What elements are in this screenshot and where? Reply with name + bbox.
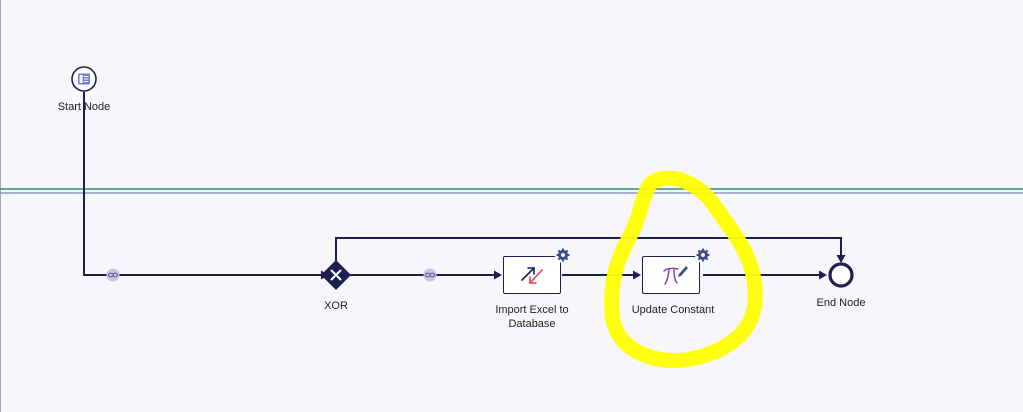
xor-gateway[interactable]: [321, 260, 351, 290]
update-constant-task[interactable]: [642, 256, 700, 294]
pi-pencil-icon: [663, 266, 688, 285]
gear-icon: [556, 248, 570, 262]
start-node-label: Start Node: [57, 101, 111, 113]
edge-link-badge[interactable]: [423, 268, 437, 282]
edge-start-to-xor: [83, 92, 322, 276]
import-excel-label: Import Excel to Database: [495, 304, 569, 330]
workflow-edges: [83, 92, 842, 276]
link-icon: [108, 272, 118, 278]
edge-xor-to-end-bypass: [335, 237, 842, 261]
gear-icon: [696, 248, 710, 262]
import-arrows-icon: [521, 267, 543, 284]
update-constant-label: Update Constant: [631, 304, 715, 316]
end-node[interactable]: [828, 262, 854, 288]
import-excel-task[interactable]: [503, 256, 561, 294]
start-node-icon: [78, 73, 90, 85]
start-node[interactable]: [71, 66, 97, 92]
xor-gateway-icon: [330, 269, 342, 281]
end-node-label: End Node: [816, 297, 866, 309]
import-settings-button[interactable]: [555, 247, 571, 263]
highlight-annotation: [604, 170, 763, 369]
lane-divider: [0, 188, 1023, 194]
link-icon: [425, 272, 435, 278]
edge-link-badge[interactable]: [106, 268, 120, 282]
canvas-left-border: [0, 0, 1, 412]
xor-label: XOR: [324, 300, 348, 312]
update-settings-button[interactable]: [695, 247, 711, 263]
